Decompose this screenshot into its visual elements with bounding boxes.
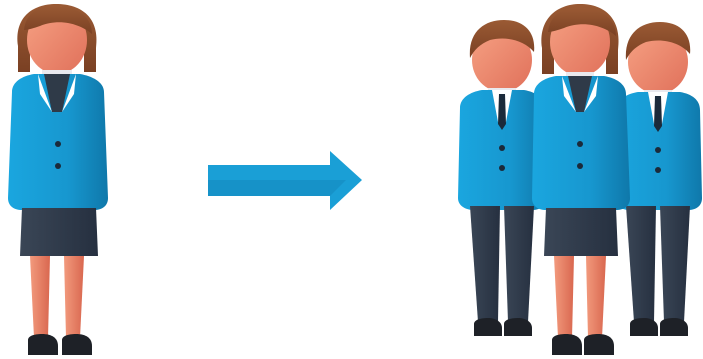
arrow-right-icon [208,151,362,210]
businesswoman-icon [8,4,108,355]
businesswoman-icon [532,4,630,355]
